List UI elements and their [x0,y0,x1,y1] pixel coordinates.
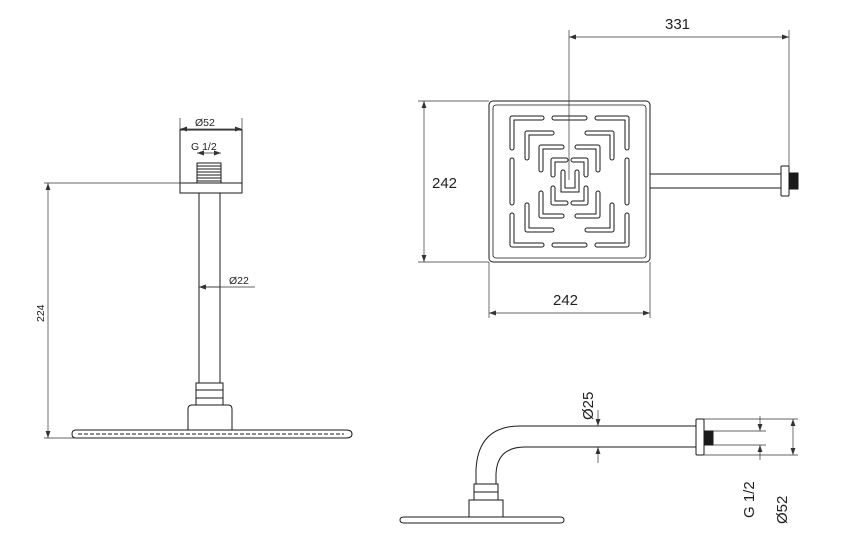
wall-side-view [399,418,714,524]
label-top-width: 242 [553,292,578,309]
label-ceiling-arm-diameter: Ø22 [229,275,249,287]
shower-head-profile [71,429,353,439]
ceiling-flange [179,129,243,194]
nozzle-pattern [509,115,630,248]
label-wall-arm-diameter: Ø25 [580,392,597,420]
ceiling-side-view [71,129,353,439]
arm-joint [195,382,224,406]
thread-fitting [196,162,222,184]
wall-arm [475,425,696,484]
wall-shower-head [399,516,565,524]
label-top-depth: 242 [432,175,457,192]
label-wall-thread: G 1/2 [741,481,758,518]
label-wall-flange-diameter: Ø52 [774,496,791,524]
head-mount [187,404,233,430]
ceiling-arm [198,192,221,384]
label-ceiling-flange-diameter: Ø52 [195,117,215,129]
top-wall-flange [780,165,790,197]
label-top-projection: 331 [665,16,690,33]
shower-head-square [488,100,651,263]
wall-flange [695,418,705,456]
label-ceiling-thread: G 1/2 [191,141,217,153]
label-ceiling-height: 224 [35,304,47,322]
ceiling-dimensions [44,118,255,439]
wall-dimensions [595,410,798,463]
top-view [488,100,799,263]
top-dimensions [418,30,790,318]
